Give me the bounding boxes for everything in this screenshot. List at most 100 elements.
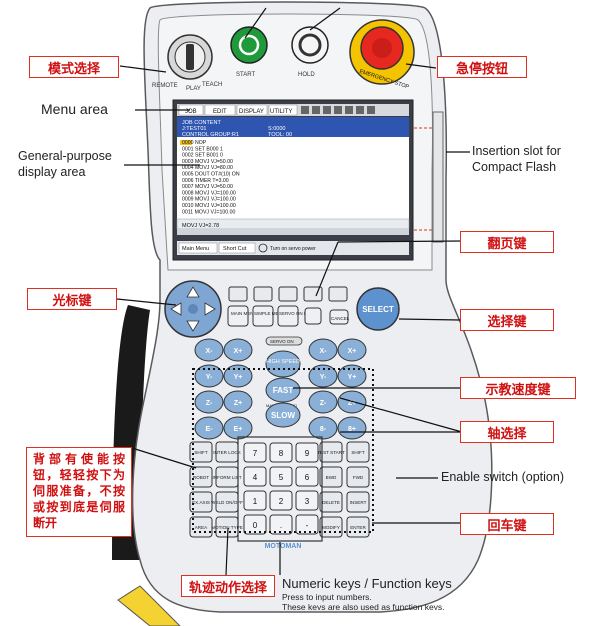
hold-icon [298,33,322,57]
key-window[interactable] [304,307,322,325]
screen-header-job: J:TEST01 [182,126,206,132]
numeric-key[interactable] [269,466,293,487]
axis-key-label: Z- [320,400,327,407]
axis-key[interactable] [223,390,253,414]
remote-text: REMOTE [152,83,178,89]
function-key[interactable] [189,466,213,488]
key-servo-on-ready[interactable] [277,305,299,327]
axis-key[interactable] [337,390,367,414]
function-key[interactable] [319,466,343,488]
brand-logo: MOTOMAN [265,543,302,550]
numeric-key[interactable] [243,514,267,535]
cursor-center [188,304,198,314]
fast-key[interactable] [265,377,301,403]
start-icon [238,34,260,56]
high-speed-key[interactable] [265,350,301,378]
tab-edit[interactable] [204,104,236,116]
numeric-key[interactable] [295,442,319,463]
axis-key[interactable] [194,338,224,362]
cf-slot-label-line2: Compact Flash [472,160,557,174]
axis-key-label: Y- [206,374,213,381]
select-key-label: SELECT [362,305,394,314]
program-line: 0000 NOP [182,140,207,146]
key-area[interactable] [253,286,273,302]
numeric-key[interactable] [243,466,267,487]
slow-key[interactable] [265,402,301,428]
cursor-down-icon[interactable] [186,320,200,332]
hold-button[interactable] [291,26,329,64]
tab-utility-label: UTILITY [270,109,292,115]
axis-key[interactable] [337,416,367,440]
key-assist[interactable] [328,286,348,302]
axis-key-label: X+ [234,348,243,355]
select-key[interactable] [356,287,400,331]
function-key[interactable] [319,441,343,463]
cursor-up-icon[interactable] [186,286,200,298]
program-line: 0006 TIMER T=3.00 [182,178,229,184]
axis-key[interactable] [223,364,253,388]
numeric-key[interactable] [269,514,293,535]
motion-type-select-label: 轨迹动作选择 [181,575,275,597]
numeric-key[interactable] [269,442,293,463]
axis-key[interactable] [308,416,338,440]
footer-main-menu[interactable] [178,242,218,254]
function-key-label: SHIFT [194,450,207,455]
function-key-label: MODIFY [322,525,340,530]
numeric-key-label: 9 [305,449,310,458]
function-key[interactable] [346,491,370,513]
screen-header-group: CONTROL GROUP:R1 [182,132,239,138]
function-key[interactable] [346,466,370,488]
axis-key[interactable] [194,364,224,388]
cursor-key-label: 光标键 [27,288,117,310]
key-cancel[interactable] [329,309,349,325]
footer-short-cut[interactable] [218,242,256,254]
function-key-label: INSERT [350,500,367,505]
axis-key[interactable] [223,338,253,362]
numeric-key[interactable] [295,466,319,487]
cursor-left-icon[interactable] [170,302,182,316]
axis-key-label: Y+ [234,374,243,381]
function-key-label: INTER LOCK [213,450,242,455]
numeric-key[interactable] [269,490,293,511]
menu-area-label: Menu area [41,101,108,117]
tab-utility[interactable] [268,104,298,116]
screen-header-line1: JOB CONTENT [182,120,221,126]
axis-key[interactable] [194,390,224,414]
teach-speed-key-label: 示教速度键 [460,377,576,399]
numeric-key[interactable] [243,442,267,463]
function-key[interactable] [319,491,343,513]
key-display[interactable] [278,286,298,302]
axis-key-label: 8+ [348,426,356,433]
fast-label: FAST [273,386,294,395]
key-page[interactable] [303,286,323,302]
axis-key[interactable] [337,338,367,362]
tab-display[interactable] [236,104,268,116]
key-main-menu[interactable] [227,305,249,327]
axis-key-label: 8- [320,426,327,433]
mode-select-label: 模式选择 [29,56,119,78]
cursor-right-icon[interactable] [204,302,216,316]
numeric-key[interactable] [295,490,319,511]
function-key-label: WELD ON/OFF [211,500,243,505]
numeric-key[interactable] [243,490,267,511]
numeric-keys-sub1: Press to input numbers. [282,592,372,602]
function-key[interactable] [189,441,213,463]
function-key[interactable] [346,441,370,463]
key-grid-icon[interactable] [228,286,248,302]
start-button[interactable] [230,26,268,64]
function-key[interactable] [189,491,213,513]
axis-key[interactable] [194,416,224,440]
axis-key[interactable] [337,364,367,388]
high-speed-label: HIGH SPEED [266,359,300,365]
axis-key[interactable] [308,390,338,414]
axis-key[interactable] [308,364,338,388]
numeric-key[interactable] [295,514,319,535]
function-key-label: FWD [353,475,364,480]
function-key[interactable] [346,516,370,538]
key-simple-menu[interactable] [252,305,274,327]
key-servo-on-ready-label: SERVO ON READY [279,311,319,316]
axis-key[interactable] [308,338,338,362]
servo-on-label: SERVO ON [270,339,294,344]
axis-key-label: X- [206,348,214,355]
